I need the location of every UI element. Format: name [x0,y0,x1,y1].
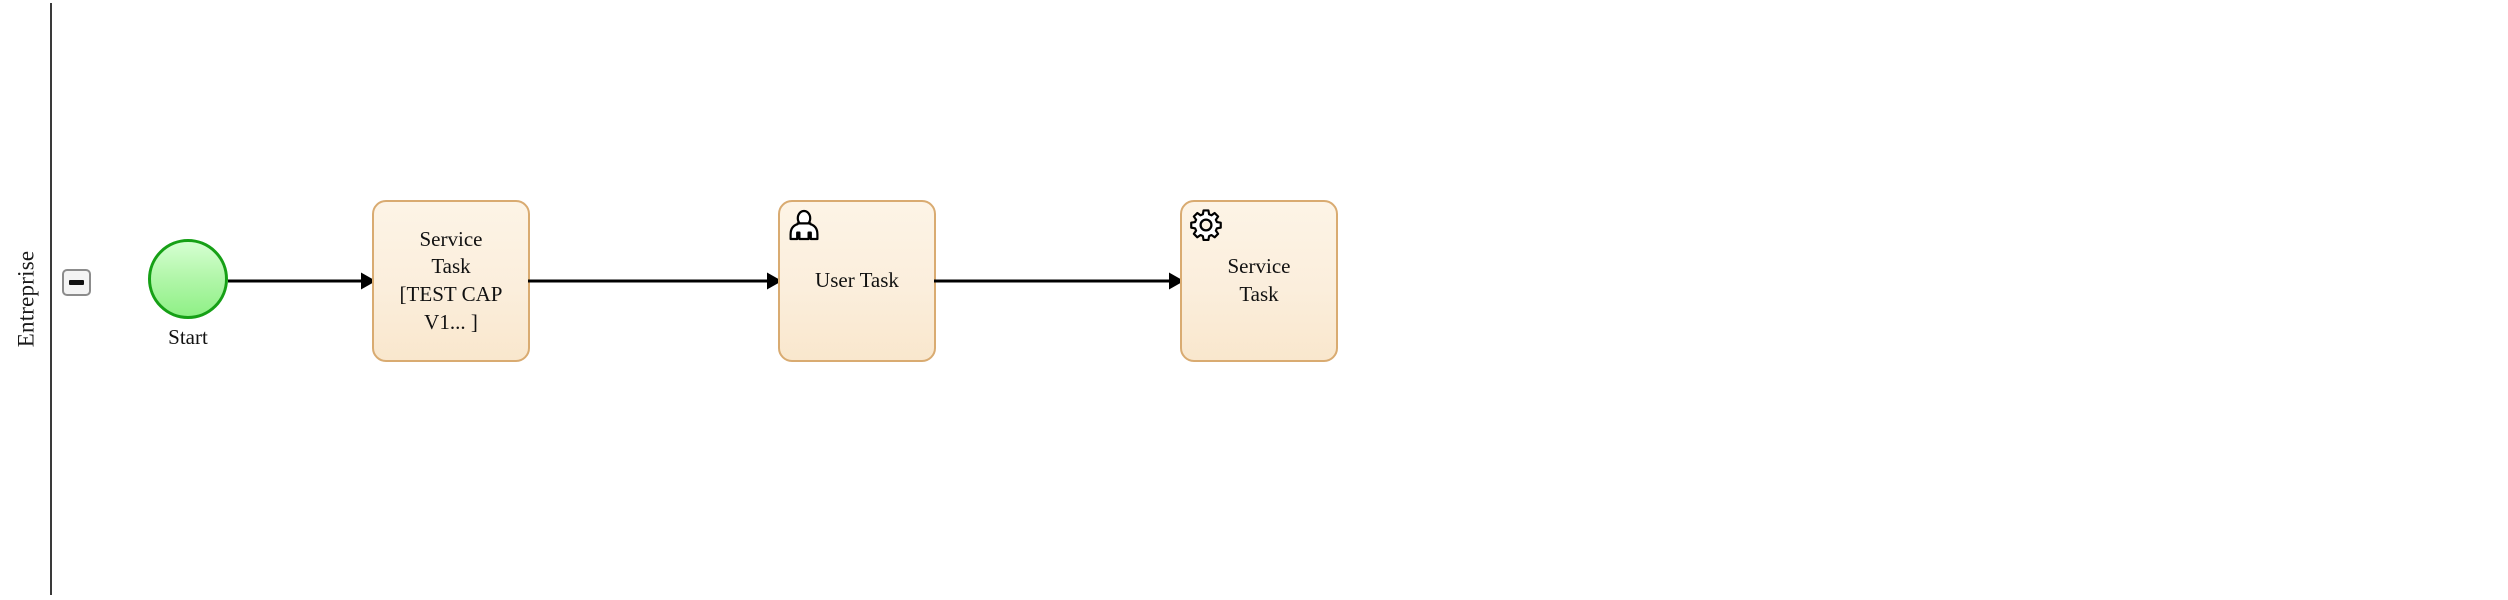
user-icon [789,209,819,241]
task-label: Service Task [1227,254,1291,306]
lane-collapse-button[interactable] [62,269,91,296]
gear-icon [1190,209,1222,241]
start-event-label: Start [168,325,208,349]
task-service[interactable]: Service Task [1180,200,1338,362]
lane-header-entreprise[interactable]: Entreprise [3,3,52,595]
start-event[interactable] [148,239,228,319]
minus-icon [69,280,84,285]
task-service-test-cap[interactable]: Service Task [TEST CAP V1... ] [372,200,530,362]
task-user[interactable]: User Task [778,200,936,362]
lane-label: Entreprise [13,250,39,348]
task-label: Service Task [TEST CAP V1... ] [399,226,503,334]
task-label: User Task [815,268,899,293]
